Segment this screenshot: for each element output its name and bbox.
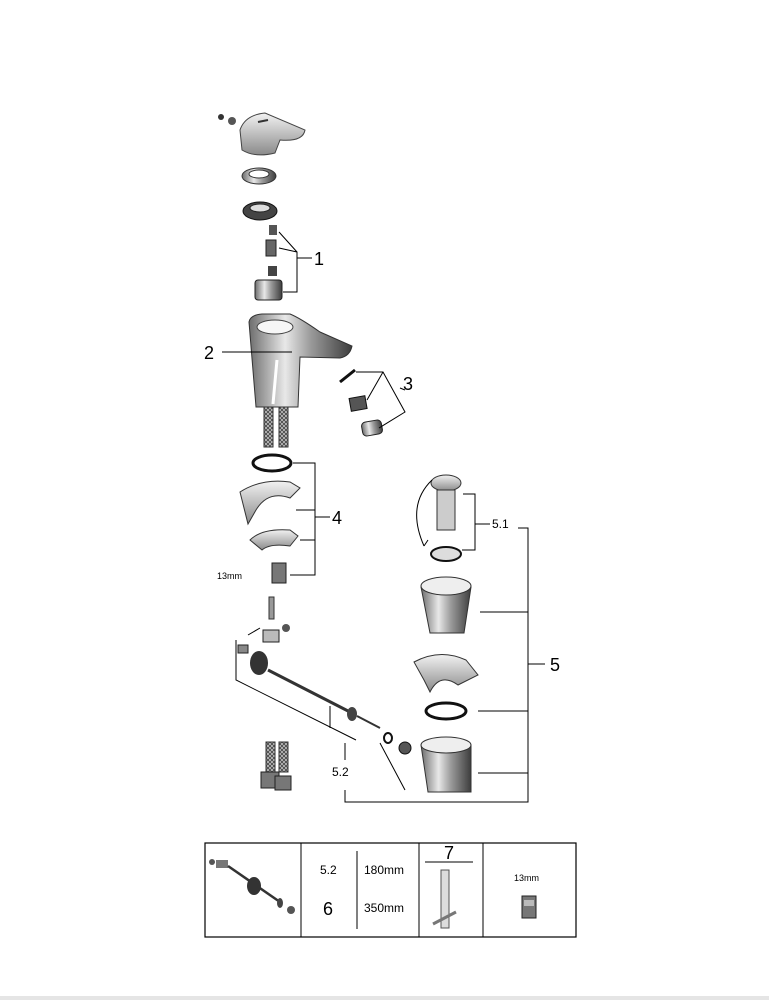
- table-row1-code: 5.2: [320, 863, 337, 877]
- callout-5: 5: [550, 655, 560, 675]
- wrench-size-label: 13mm: [217, 571, 242, 581]
- threaded-nut: [242, 201, 278, 221]
- basin-tap-body: [248, 313, 353, 448]
- callout-3: 3: [403, 374, 413, 394]
- table-row2-code: 6: [323, 899, 333, 919]
- table-row2-length: 350mm: [364, 901, 404, 915]
- bottom-divider: [0, 996, 769, 1000]
- lever-handle: [218, 112, 306, 156]
- cartridge-set: [254, 225, 283, 301]
- callout-2: 2: [204, 343, 214, 363]
- callout-5-2: 5.2: [332, 765, 349, 779]
- mounting-set: [239, 453, 330, 584]
- callout-5-1: 5.1: [492, 517, 509, 531]
- aerator-set: [339, 368, 406, 437]
- callout-1-lines: [278, 231, 312, 293]
- pop-up-plug: [416, 474, 490, 562]
- table-nut-size: 13mm: [514, 873, 539, 883]
- callout-5-lines: [344, 527, 545, 803]
- pop-up-rod-set: [235, 596, 412, 791]
- rod-thumbnail: [209, 859, 295, 914]
- callout-1: 1: [314, 249, 324, 269]
- waste-body: [413, 576, 479, 793]
- nut-thumbnail: [521, 895, 537, 919]
- spare-supply-hoses: [260, 741, 292, 791]
- table-row1-length: 180mm: [364, 863, 404, 877]
- table-tool-code: 7: [444, 843, 454, 863]
- cover-ring: [241, 167, 277, 185]
- hex-key-tool-thumbnail: [432, 869, 457, 929]
- callout-4: 4: [332, 508, 342, 528]
- parts-table: [204, 842, 577, 938]
